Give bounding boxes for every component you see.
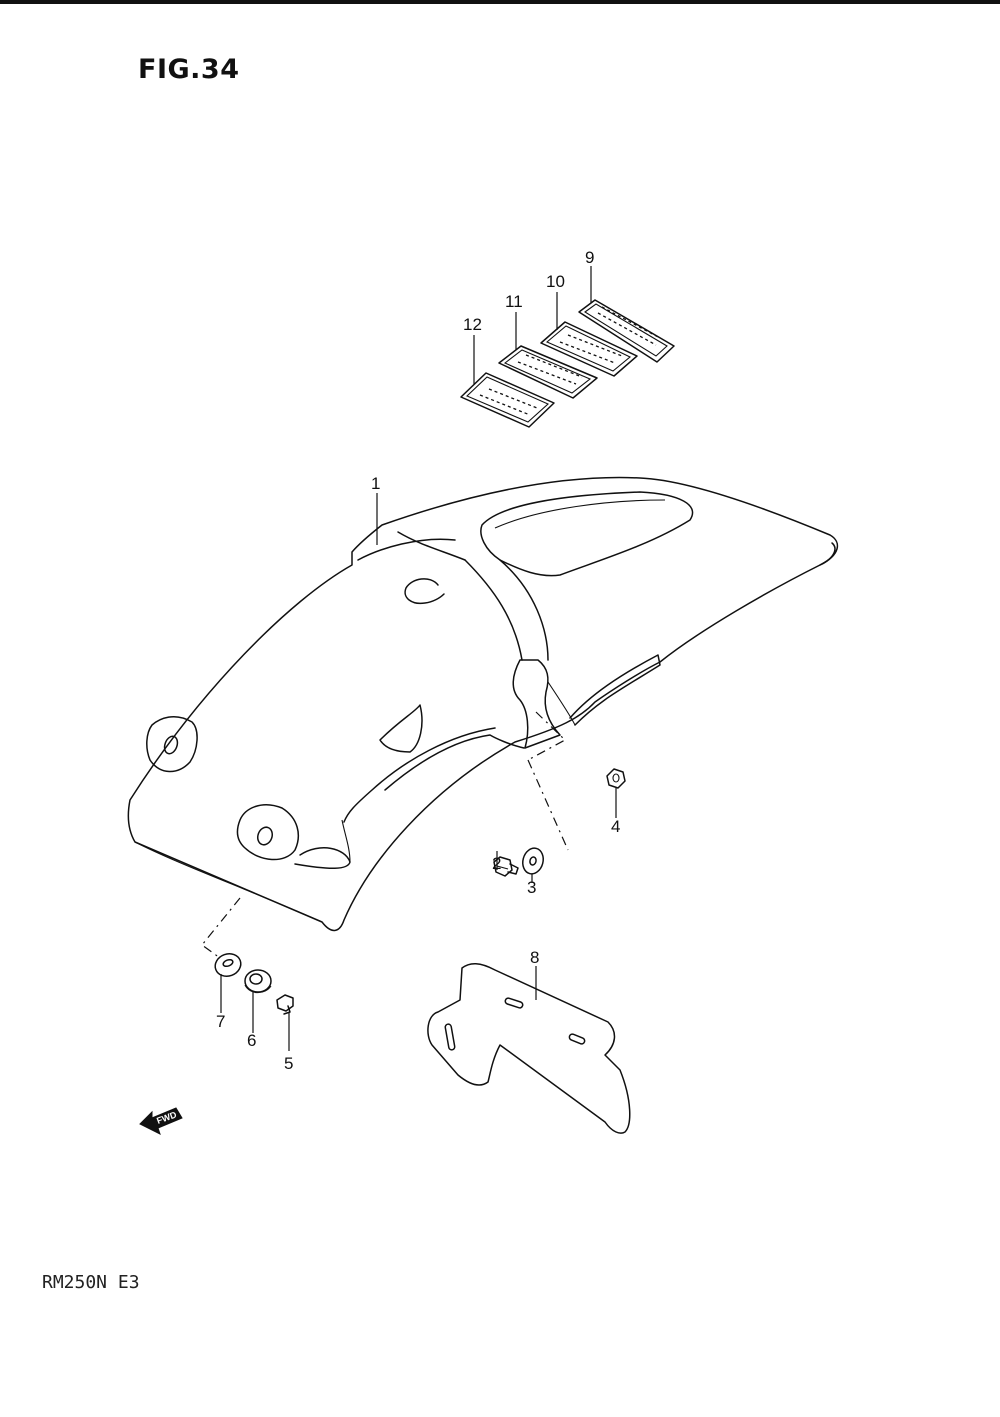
nut-4 bbox=[606, 768, 626, 789]
callout-5: 5 bbox=[284, 1054, 293, 1073]
callout-9: 9 bbox=[585, 248, 594, 267]
decal-9 bbox=[578, 299, 675, 363]
decal-12 bbox=[460, 372, 555, 428]
callout-4: 4 bbox=[611, 817, 620, 836]
figure-title: FIG.34 bbox=[138, 54, 240, 85]
washer-3 bbox=[522, 847, 544, 875]
bolt-2 bbox=[493, 856, 519, 877]
callout-2: 2 bbox=[492, 854, 501, 873]
model-code: RM250N E3 bbox=[42, 1272, 140, 1293]
callout-8: 8 bbox=[530, 948, 539, 967]
callout-12: 12 bbox=[463, 315, 482, 334]
collar-6 bbox=[244, 969, 272, 994]
callout-10: 10 bbox=[546, 272, 565, 291]
callout-11: 11 bbox=[505, 292, 523, 311]
assembly-line-nut bbox=[527, 711, 567, 761]
mud-flap-8 bbox=[427, 963, 631, 1134]
callout-3: 3 bbox=[527, 878, 536, 897]
top-border-line bbox=[0, 0, 1000, 4]
cushion-7 bbox=[214, 952, 242, 978]
forward-arrow-icon: FWD bbox=[139, 1107, 183, 1135]
decal-10 bbox=[540, 321, 638, 377]
assembly-line-cushion bbox=[201, 897, 241, 959]
assembly-line-washer bbox=[527, 759, 569, 851]
callout-1: 1 bbox=[371, 474, 380, 493]
callout-7: 7 bbox=[216, 1012, 225, 1031]
rear-fender bbox=[127, 476, 839, 932]
callout-6: 6 bbox=[247, 1031, 256, 1050]
decal-11 bbox=[498, 345, 598, 399]
bolt-5 bbox=[276, 994, 294, 1015]
